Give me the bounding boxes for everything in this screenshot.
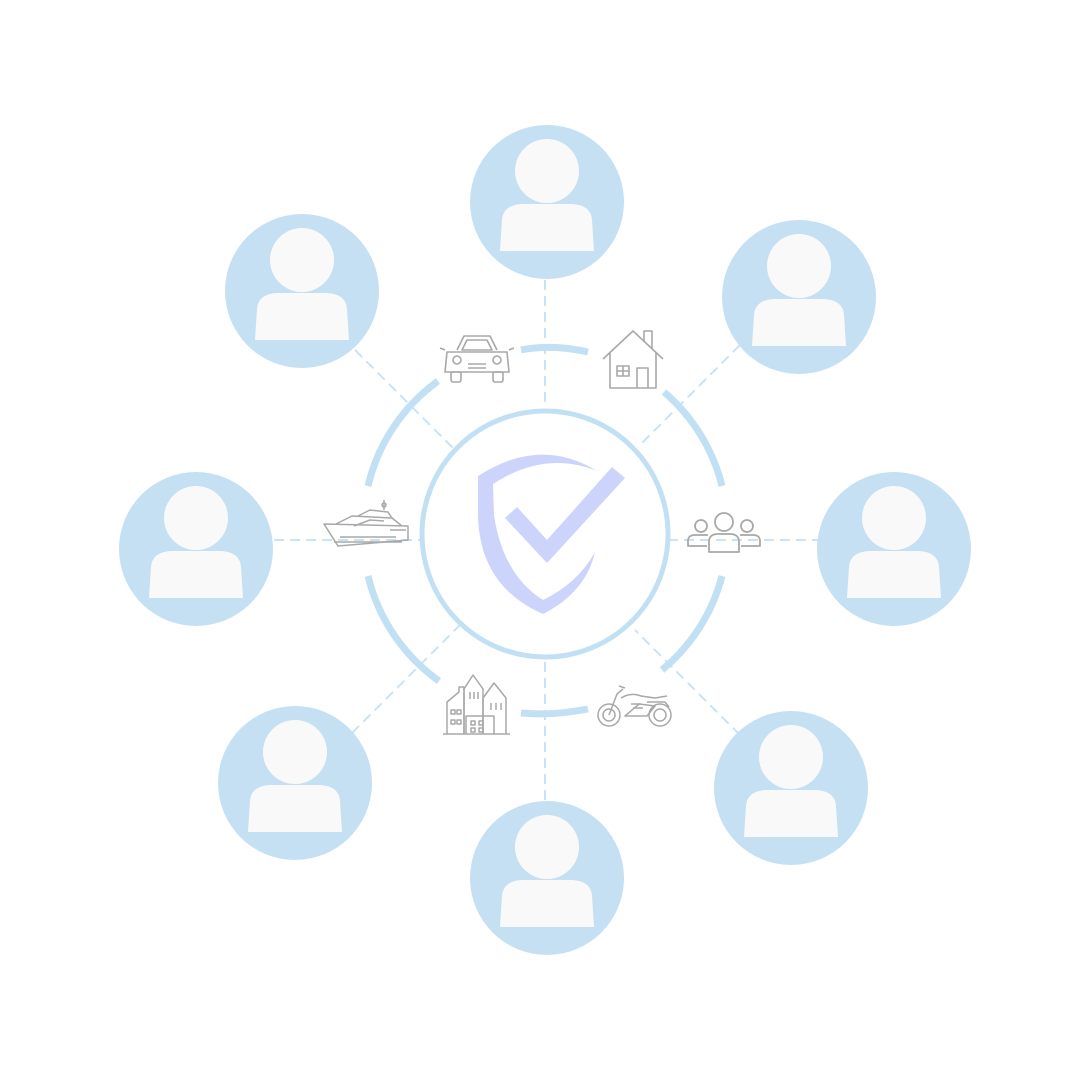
person-node-top-left bbox=[225, 214, 379, 368]
yacht-icon bbox=[323, 500, 409, 547]
person-icon bbox=[847, 486, 941, 598]
motorcycle-icon bbox=[597, 685, 672, 727]
person-node-bottom-right bbox=[714, 711, 868, 865]
person-node-bottom bbox=[470, 801, 624, 955]
person-nodes bbox=[119, 125, 971, 955]
person-icon bbox=[255, 228, 349, 340]
connector-top-right bbox=[637, 344, 741, 448]
person-icon bbox=[248, 720, 342, 832]
house-icon bbox=[602, 330, 664, 389]
person-icon bbox=[149, 486, 243, 598]
person-node-right bbox=[817, 472, 971, 626]
car-icon bbox=[439, 335, 515, 383]
hub bbox=[419, 408, 671, 660]
person-icon bbox=[752, 234, 846, 346]
connectors bbox=[274, 280, 818, 802]
family-icon bbox=[687, 512, 761, 553]
outer-ring bbox=[364, 343, 726, 718]
person-icon bbox=[744, 725, 838, 837]
connector-bottom-left bbox=[351, 624, 461, 734]
ring-arc-upper-right bbox=[661, 389, 726, 487]
person-node-bottom-left bbox=[218, 706, 372, 860]
ring-arc-top bbox=[520, 343, 589, 356]
ring-arc-upper-left bbox=[364, 378, 441, 487]
connector-top-left bbox=[354, 349, 456, 451]
hub-ring bbox=[419, 408, 671, 660]
person-node-top bbox=[470, 125, 624, 279]
shield-check-icon bbox=[477, 454, 625, 614]
ring-arc-bottom bbox=[520, 705, 589, 718]
person-node-top-right bbox=[722, 220, 876, 374]
ring-arc-lower-right bbox=[659, 575, 726, 673]
person-icon bbox=[500, 139, 594, 251]
ring-arc-lower-left bbox=[364, 575, 442, 684]
connector-bottom-right bbox=[634, 629, 741, 736]
person-icon bbox=[500, 815, 594, 927]
person-node-left bbox=[119, 472, 273, 626]
buildings-icon bbox=[443, 674, 510, 735]
